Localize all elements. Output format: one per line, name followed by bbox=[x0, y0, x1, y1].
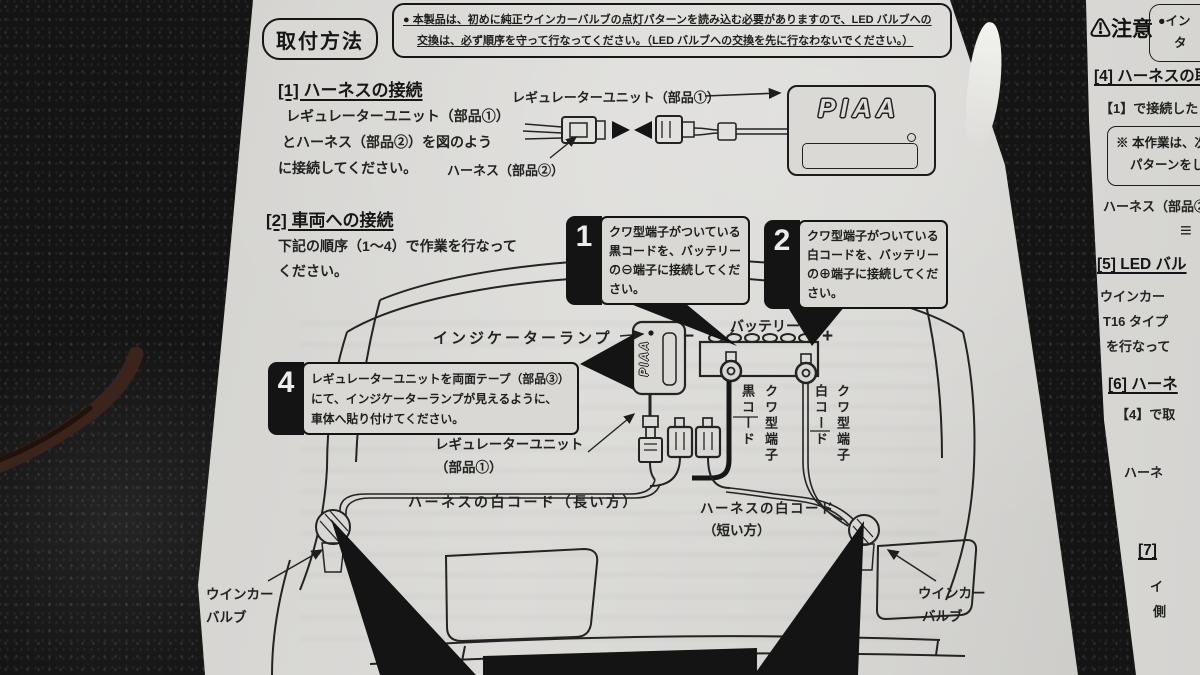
winker-bulb-right-label-line2: バルブ bbox=[922, 609, 963, 624]
right-note-box: ※ 本作業は、次 パターンをし bbox=[1107, 126, 1200, 186]
section2-body-line1: 下記の順序（1～4）で作業を行なって bbox=[278, 238, 517, 254]
terminal-left-label: クワ型端子 bbox=[763, 384, 778, 464]
caution-title: ⚠注意 bbox=[1090, 18, 1153, 41]
regulator-unit-label-top: レギュレーターユニット（部品①） bbox=[512, 90, 720, 105]
right-section6-heading: [6] ハーネ bbox=[1108, 376, 1178, 393]
right-harness-label2: ハーネ bbox=[1124, 465, 1164, 480]
right-section5-heading: [5] LED バル bbox=[1097, 256, 1187, 273]
regulator-unit-vertical-logo: PIAA bbox=[637, 339, 651, 377]
regulator-label-plate bbox=[802, 143, 918, 169]
white-cord-long-label: ハーネスの白コード（長い方） bbox=[408, 494, 639, 510]
section1-body-line2: とハーネス（部品②）を図のよう bbox=[282, 134, 492, 150]
white-cord-label: 白コード bbox=[813, 384, 828, 448]
caution-note-box: ●イン タ bbox=[1149, 4, 1200, 62]
harness-label: ハーネス（部品②） bbox=[447, 163, 565, 178]
battery-label: バッテリー bbox=[730, 318, 800, 334]
section1-heading: [1] ハーネスの接続 bbox=[278, 81, 423, 100]
right-section7-line1: イ bbox=[1150, 579, 1164, 594]
right-section4-body: 【1】で接続したレ bbox=[1100, 101, 1200, 116]
black-cord-label: 黒コード bbox=[740, 384, 755, 448]
step4-number: 4 bbox=[268, 362, 304, 435]
right-section7-heading: [7] bbox=[1138, 542, 1157, 559]
page-edge-highlight bbox=[960, 20, 1008, 152]
section1-body-line1: レギュレーターユニット（部品①） bbox=[286, 108, 510, 124]
battery-plus: + bbox=[822, 326, 834, 347]
step2-number: 2 bbox=[764, 220, 800, 309]
caution-note-line1: ●イン bbox=[1158, 14, 1191, 28]
warning-line2: 交換は、必ず順序を守って行なってください。（LED バルブへの交換を先に行なわな… bbox=[417, 35, 914, 47]
right-note-line1: ※ 本作業は、次 bbox=[1116, 136, 1200, 150]
step1-callout: 1 クワ型端子がついている 黒コードを、バッテリー の⊖端子に接続してくだ さい… bbox=[566, 216, 751, 305]
step4-callout: 4 レギュレーターユニットを両面テープ（部品③） にて、インジケーターランプが見… bbox=[268, 362, 579, 435]
section2-body-line2: ください。 bbox=[278, 263, 348, 279]
white-cord-short-label-line1: ハーネスの白コード bbox=[700, 501, 835, 516]
background-wire-object bbox=[0, 346, 144, 473]
regulator-unit-box: PIAA bbox=[787, 85, 936, 176]
regulator-mid-label-line1: レギュレーターユニット bbox=[435, 437, 584, 452]
right-section6-body: 【4】で取 bbox=[1116, 407, 1176, 422]
step1-text: クワ型端子がついている 黒コードを、バッテリー の⊖端子に接続してくだ さい。 bbox=[600, 216, 751, 305]
right-section5-line2: T16 タイプ bbox=[1103, 314, 1169, 329]
winker-bulb-left-label-line1: ウインカー bbox=[206, 587, 274, 602]
winker-bulb-left-label-line2: バルブ bbox=[206, 610, 247, 625]
step2-callout: 2 クワ型端子がついている 白コードを、バッテリー の⊕端子に接続してくだ さい… bbox=[764, 220, 949, 309]
piaa-logo: PIAA bbox=[817, 93, 901, 123]
warning-box: ● 本製品は、初めに純正ウインカーバルブの点灯パターンを読み込む必要がありますの… bbox=[392, 3, 952, 58]
page-title: 取付方法 bbox=[262, 18, 378, 60]
section2-heading: [2] 車両への接続 bbox=[266, 211, 394, 230]
right-section5-line3: を行なって bbox=[1106, 339, 1171, 354]
connector-icon: ≡ bbox=[1180, 220, 1192, 242]
battery-minus: − bbox=[683, 326, 695, 347]
warning-line1: ● 本製品は、初めに純正ウインカーバルブの点灯パターンを読み込む必要がありますの… bbox=[403, 14, 932, 26]
step1-number: 1 bbox=[566, 216, 602, 305]
terminal-right-label: クワ型端子 bbox=[835, 384, 850, 464]
step2-text: クワ型端子がついている 白コードを、バッテリー の⊕端子に接続してくだ さい。 bbox=[798, 220, 949, 309]
right-section7-line2: 側 bbox=[1153, 604, 1167, 619]
right-section5-line1: ウインカー bbox=[1100, 289, 1166, 304]
regulator-mid-label-line2: （部品①） bbox=[435, 460, 503, 475]
indicator-lamp-label: インジケーターランプ bbox=[433, 330, 613, 347]
caution-note-line2: タ bbox=[1174, 36, 1187, 50]
winker-bulb-right-label-line1: ウインカー bbox=[918, 586, 986, 601]
right-note-line2: パターンをし bbox=[1130, 158, 1200, 172]
right-section4-heading: [4] ハーネスの取 bbox=[1094, 68, 1200, 85]
section1-body-line3: に接続してください。 bbox=[278, 160, 418, 176]
right-harness-label: ハーネス（部品② bbox=[1103, 199, 1200, 214]
bleedthrough-texture bbox=[300, 310, 940, 640]
step4-text: レギュレーターユニットを両面テープ（部品③） にて、インジケーターランプが見える… bbox=[302, 362, 579, 435]
white-cord-short-label-line2: （短い方） bbox=[703, 523, 771, 538]
indicator-lamp-dot bbox=[907, 133, 916, 142]
